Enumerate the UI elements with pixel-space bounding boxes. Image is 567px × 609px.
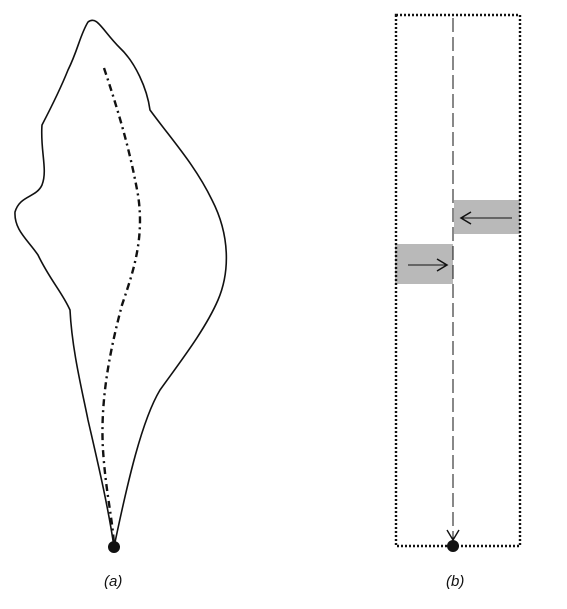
caption-b: (b)	[446, 573, 464, 590]
outlet-point-b	[447, 540, 459, 552]
panel-b: (b)	[394, 13, 522, 590]
shaded-region-lower	[395, 244, 453, 284]
left-arrow-icon	[459, 211, 472, 225]
outlet-point	[108, 541, 120, 553]
main-flow-path	[101, 67, 142, 548]
caption-a: (a)	[104, 573, 122, 590]
catchment-boundary	[14, 19, 228, 548]
right-arrow-icon	[436, 258, 449, 272]
panel-a: (a)	[14, 19, 228, 590]
shaded-region-upper	[454, 200, 520, 234]
